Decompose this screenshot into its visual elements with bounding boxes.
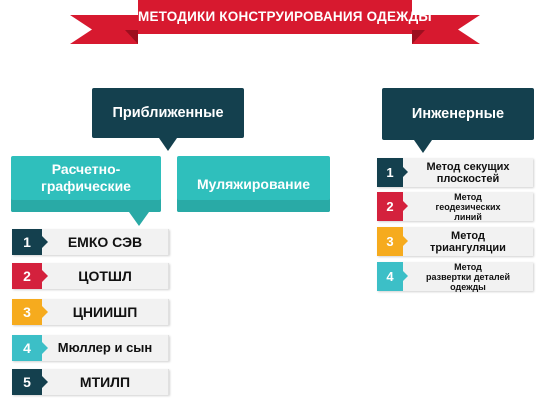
list-item: 4 Метод развертки деталей одежды [377, 261, 533, 292]
item-label: Мюллер и сын [57, 340, 153, 355]
list-item: 5 МТИЛП [12, 369, 169, 395]
item-label-line: геодезических [435, 201, 501, 212]
item-label-line: линий [454, 211, 482, 222]
list-item: 3 ЦНИИШП [12, 299, 169, 325]
item-number: 4 [377, 262, 408, 291]
item-label: Метод геодезических линий [405, 191, 531, 222]
item-label: ЦНИИШП [72, 304, 138, 320]
title-ribbon: МЕТОДИКИ КОНСТРУИРОВАНИЯ ОДЕЖДЫ [70, 0, 480, 50]
approximate-methods-header: Приближенные [92, 88, 244, 151]
item-label: МТИЛП [79, 374, 131, 390]
item-label: Метод развертки деталей одежды [405, 261, 531, 292]
item-number: 3 [377, 227, 408, 256]
list-item: 1 Метод секущих плоскостей [377, 158, 533, 187]
list-item: 2 Метод геодезических линий [377, 191, 533, 222]
item-number: 2 [12, 263, 48, 289]
item-number: 4 [12, 335, 48, 361]
item-label-line: Метод [454, 261, 482, 272]
calc-graphic-line1: Расчетно- [51, 161, 121, 177]
item-number: 2 [377, 192, 408, 221]
item-label-line: одежды [450, 281, 486, 292]
item-label: ЦОТШЛ [78, 268, 132, 284]
item-number: 1 [377, 158, 408, 187]
item-label-line: Метод секущих [426, 160, 510, 173]
calc-graphic-line2: графические [41, 178, 131, 194]
ribbon-shape [70, 0, 480, 44]
item-label-line: Метод [451, 229, 485, 242]
item-label-line: плоскостей [436, 172, 500, 185]
list-item: 3 Метод триангуляции [377, 227, 533, 256]
item-label: Метод секущих плоскостей [405, 158, 531, 187]
list-item: 1 ЕМКО СЭВ [12, 229, 169, 255]
item-number: 1 [12, 229, 48, 255]
item-label: ЕМКО СЭВ [67, 234, 143, 250]
calc-graphic-box: Расчетно- графические [11, 156, 161, 226]
item-label-line: Метод [454, 191, 482, 202]
item-label-line: триангуляции [430, 241, 506, 254]
item-label-line: развертки деталей [426, 271, 510, 282]
item-label: Метод триангуляции [405, 227, 531, 256]
item-number: 3 [12, 299, 48, 325]
engineering-methods-header: Инженерные [382, 88, 534, 153]
mulage-box: Муляжирование [177, 156, 330, 212]
item-number: 5 [12, 369, 48, 395]
page-title: МЕТОДИКИ КОНСТРУИРОВАНИЯ ОДЕЖДЫ [138, 9, 432, 24]
list-item: 2 ЦОТШЛ [12, 263, 169, 289]
list-item: 4 Мюллер и сын [12, 335, 169, 361]
